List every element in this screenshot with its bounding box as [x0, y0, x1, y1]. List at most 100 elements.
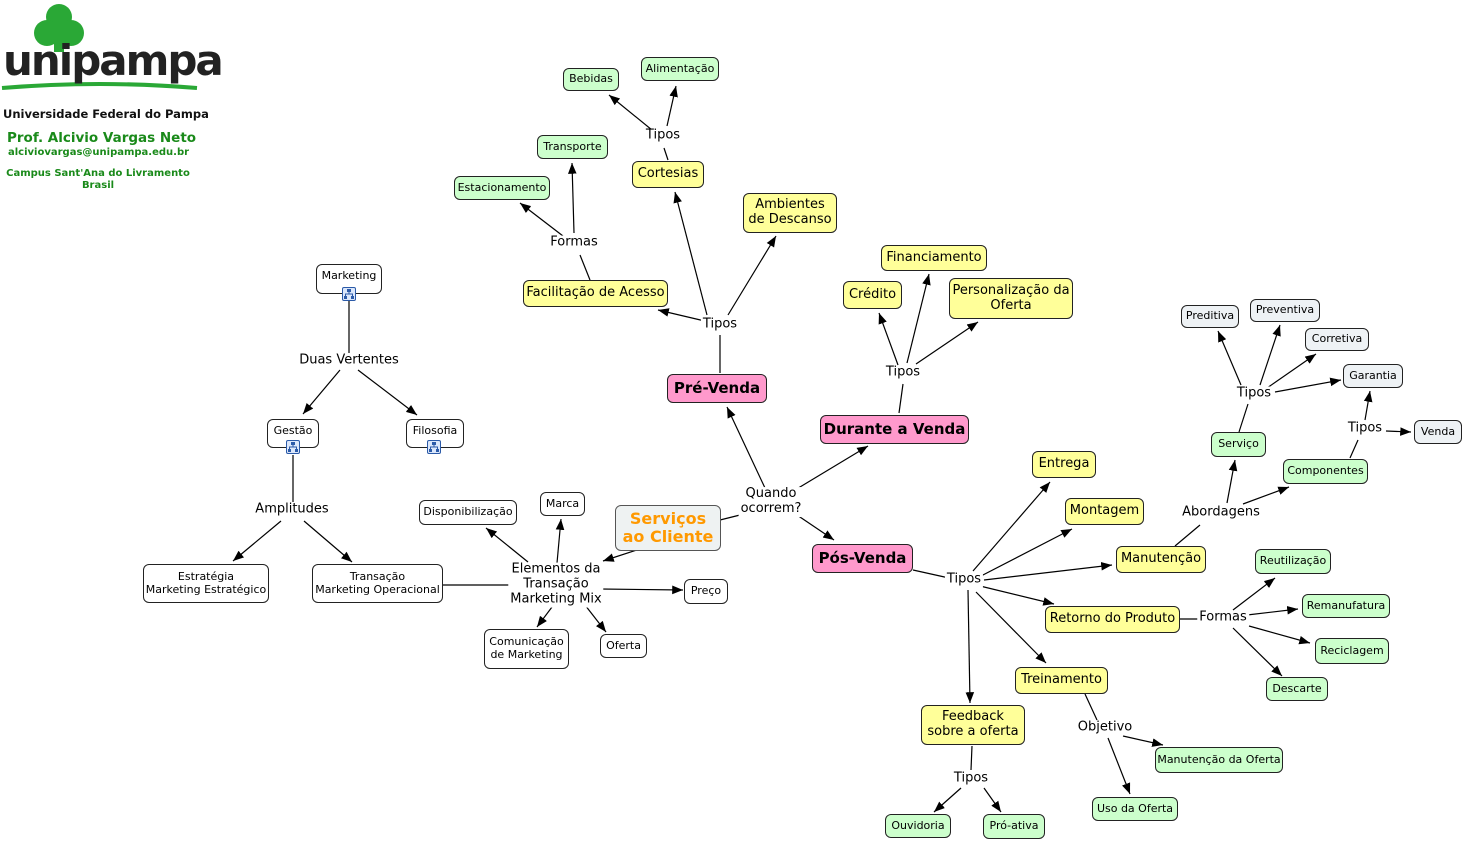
- node-corretiva[interactable]: Corretiva: [1305, 328, 1369, 351]
- connector-arrow: [972, 481, 1051, 572]
- node-remanufatura[interactable]: Remanufatura: [1302, 594, 1390, 618]
- node-oferta[interactable]: Oferta: [600, 634, 647, 658]
- node-pos-venda[interactable]: Pós-Venda: [812, 544, 913, 573]
- node-comunicacao-de-marketing[interactable]: Comunicação de Marketing: [484, 629, 569, 669]
- connector-line: [970, 745, 973, 771]
- connector-arrow: [673, 191, 708, 316]
- connector-arrow: [878, 312, 899, 366]
- connector-arrow: [1274, 377, 1342, 393]
- connector-arrow: [567, 162, 577, 234]
- link-label-amplitudes: Amplitudes: [253, 501, 331, 518]
- connector-line: [719, 514, 741, 521]
- node-descarte[interactable]: Descarte: [1266, 677, 1328, 701]
- unipampa-logo: unipampa Universidade Federal do Pampa P…: [0, 0, 224, 200]
- connector-arrow: [536, 606, 553, 628]
- connector-arrow: [232, 520, 282, 562]
- node-montagem[interactable]: Montagem: [1065, 498, 1144, 525]
- connector-arrow: [1248, 625, 1311, 645]
- connector-arrow: [302, 369, 341, 415]
- link-label-tipos: Tipos: [883, 364, 923, 381]
- connector-line: [1349, 439, 1359, 459]
- connector-arrow: [726, 406, 766, 489]
- node-estacionamento[interactable]: Estacionamento: [454, 176, 550, 200]
- connector-arrow: [555, 518, 565, 564]
- connector-arrow: [485, 527, 529, 563]
- node-personalizacao-da-oferta[interactable]: Personalização da Oferta: [949, 278, 1073, 319]
- link-label-tipos: Tipos: [951, 770, 991, 787]
- node-marca[interactable]: Marca: [540, 492, 585, 516]
- university-name: Universidade Federal do Pampa: [3, 107, 209, 121]
- connector-arrow: [727, 235, 777, 316]
- node-componentes[interactable]: Componentes: [1283, 459, 1368, 484]
- connector-arrow: [1246, 605, 1299, 616]
- connector-arrow: [1122, 735, 1164, 747]
- node-alimentacao[interactable]: Alimentação: [641, 57, 719, 81]
- node-transacao[interactable]: Transação Marketing Operacional: [312, 564, 443, 603]
- professor-name: Prof. Alcivio Vargas Neto: [7, 130, 197, 146]
- node-treinamento[interactable]: Treinamento: [1015, 667, 1108, 694]
- node-cortesias[interactable]: Cortesias: [632, 161, 704, 188]
- link-label-tipos: Tipos: [1234, 385, 1274, 402]
- node-ambientes-de-descanso[interactable]: Ambientes de Descanso: [743, 193, 837, 233]
- connector-arrow: [933, 787, 962, 813]
- connector-arrow: [906, 273, 931, 364]
- link-label-formas: Formas: [1197, 609, 1249, 626]
- node-preditiva[interactable]: Preditiva: [1181, 305, 1239, 328]
- link-label-tipos: Tipos: [944, 571, 984, 588]
- connector-arrow: [1107, 737, 1131, 795]
- connector-line: [1174, 524, 1201, 547]
- submap-icon[interactable]: [342, 287, 356, 301]
- link-label-tipos: Tipos: [643, 127, 683, 144]
- connector-arrow: [303, 520, 353, 563]
- connector-arrow: [519, 202, 564, 237]
- node-feedback-sobre-a-oferta[interactable]: Feedback sobre a oferta: [921, 705, 1025, 745]
- node-venda[interactable]: Venda: [1414, 420, 1462, 444]
- link-label-elementos-da-transacao: Elementos da Transação Marketing Mix: [508, 561, 604, 608]
- connector-arrow: [608, 94, 653, 131]
- connector-arrow: [584, 604, 607, 633]
- node-manutencao-da-oferta[interactable]: Manutenção da Oferta: [1155, 747, 1283, 773]
- node-transporte[interactable]: Transporte: [537, 135, 608, 159]
- node-preventiva[interactable]: Preventiva: [1250, 299, 1320, 322]
- node-reutilizacao[interactable]: Reutilização: [1255, 549, 1331, 574]
- node-servico[interactable]: Serviço: [1211, 432, 1266, 457]
- node-uso-da-oferta[interactable]: Uso da Oferta: [1092, 797, 1178, 821]
- node-financiamento[interactable]: Financiamento: [881, 245, 987, 271]
- connector-arrow: [1385, 427, 1412, 436]
- connector-line: [663, 147, 669, 161]
- node-reciclagem[interactable]: Reciclagem: [1315, 638, 1389, 664]
- connector-arrow: [975, 591, 1047, 664]
- connector-arrow: [983, 561, 1113, 581]
- connector-arrow: [1259, 324, 1281, 386]
- node-retorno-do-produto[interactable]: Retorno do Produto: [1045, 606, 1180, 633]
- node-preco[interactable]: Preço: [684, 579, 728, 604]
- node-pro-ativa[interactable]: Pró-ativa: [983, 814, 1045, 839]
- connector-arrow: [599, 585, 684, 595]
- connector-arrow: [657, 308, 710, 323]
- link-label-duas-vertentes: Duas Vertentes: [297, 352, 401, 369]
- tree-logo-icon: [1, 4, 198, 90]
- link-label-abordagens: Abordagens: [1180, 504, 1262, 521]
- node-disponibilizacao[interactable]: Disponibilização: [419, 500, 517, 525]
- connector-arrow: [1226, 459, 1238, 504]
- connector-arrow: [1217, 330, 1242, 386]
- node-bebidas[interactable]: Bebidas: [563, 68, 619, 91]
- connector-arrow: [1232, 627, 1283, 677]
- node-manutencao[interactable]: Manutenção: [1116, 546, 1206, 573]
- node-estrategia[interactable]: Estratégia Marketing Estratégico: [143, 564, 269, 603]
- node-durante-a-venda[interactable]: Durante a Venda: [820, 415, 969, 444]
- submap-icon[interactable]: [286, 440, 300, 454]
- node-facilitacao-de-acesso[interactable]: Facilitação de Acesso: [523, 280, 668, 307]
- node-pre-venda[interactable]: Pré-Venda: [667, 374, 767, 403]
- node-garantia[interactable]: Garantia: [1343, 364, 1403, 388]
- connector-line: [1238, 403, 1249, 433]
- connector-arrow: [1266, 353, 1317, 389]
- node-ouvidoria[interactable]: Ouvidoria: [885, 814, 951, 838]
- connector-arrow: [965, 589, 975, 704]
- node-entrega[interactable]: Entrega: [1032, 451, 1096, 478]
- node-servicos-ao-cliente[interactable]: Serviços ao Cliente: [615, 505, 721, 551]
- logo-wordmark: unipampa: [3, 36, 224, 85]
- node-credito[interactable]: Crédito: [843, 281, 902, 309]
- submap-icon[interactable]: [427, 440, 441, 454]
